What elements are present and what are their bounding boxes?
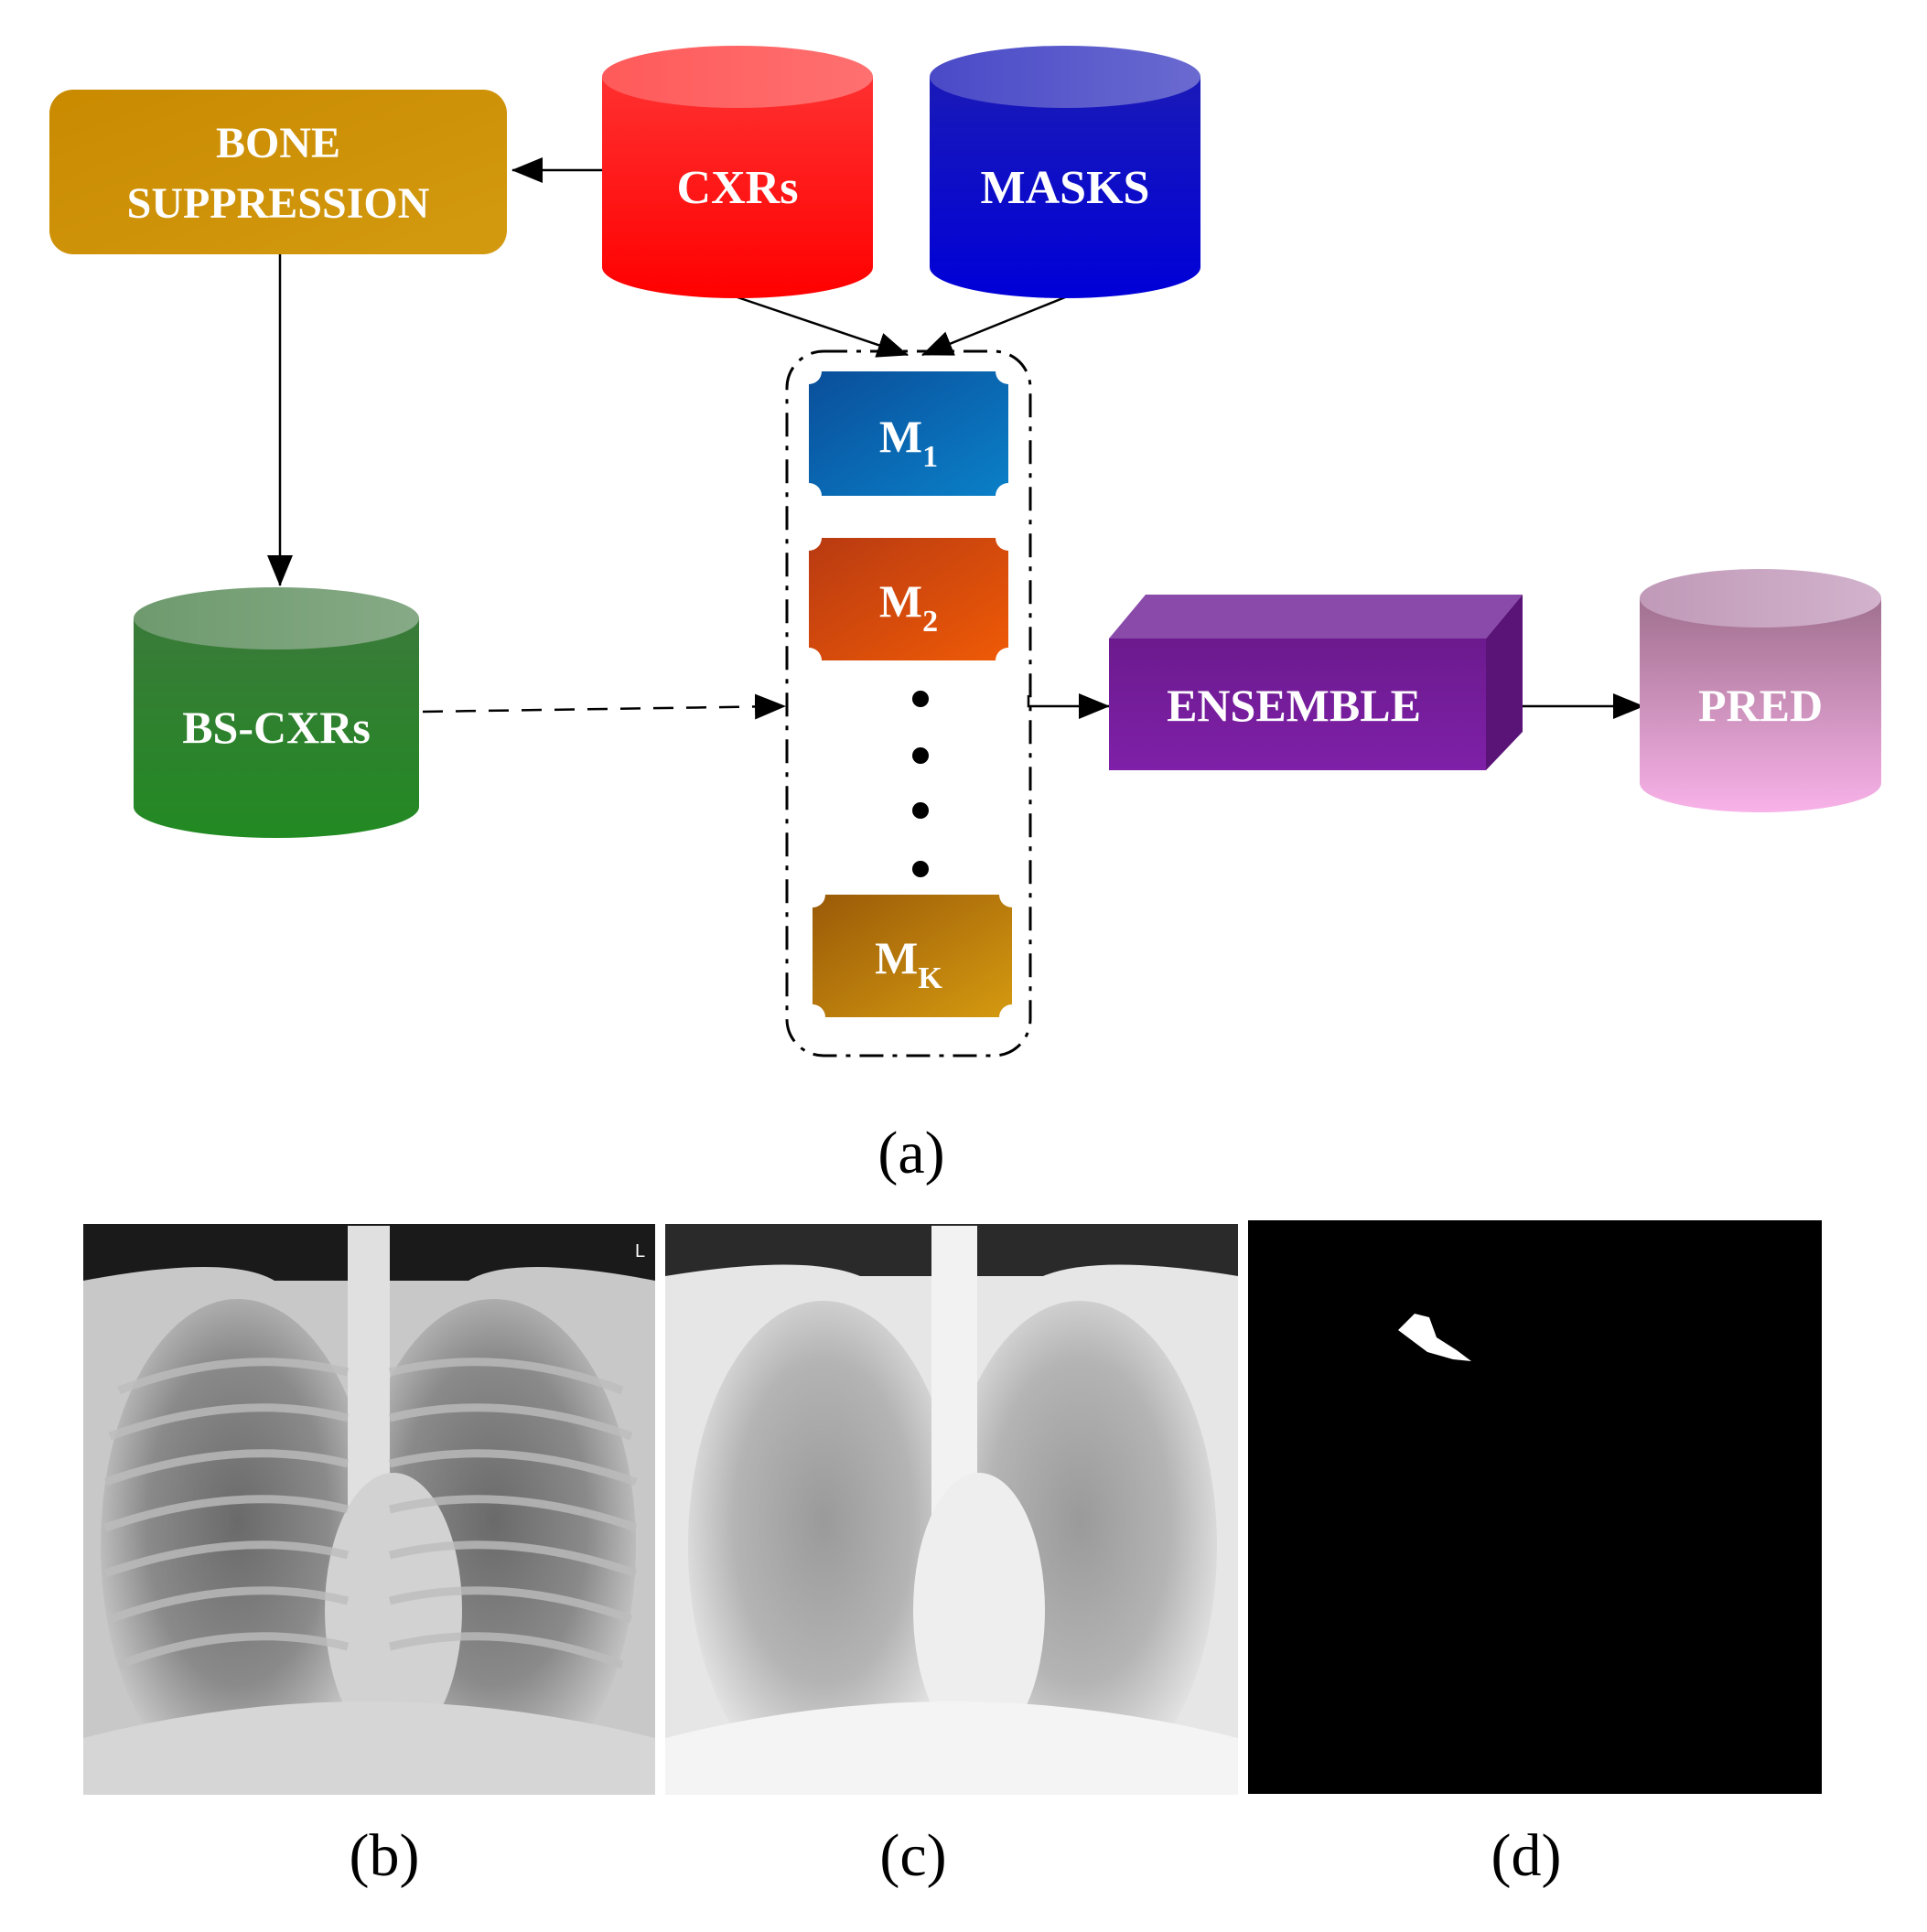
masks-label: MASKS <box>981 162 1150 214</box>
model-ellipsis-dots <box>912 691 929 877</box>
bone-suppression-node: BONE SUPPRESSION <box>49 90 507 254</box>
caption-c: (c) <box>879 1822 946 1889</box>
pred-output: PRED <box>1640 569 1881 812</box>
bs-cxrs-database: BS-CXRs <box>134 587 419 838</box>
arrow-masks-to-models <box>921 295 1066 357</box>
caption-b: (b) <box>350 1822 420 1889</box>
mask-lesion-region <box>1398 1314 1471 1361</box>
arrow-bs-cxrs-to-models <box>422 693 786 720</box>
model-mk-subscript: K <box>918 961 942 995</box>
svg-text:MK: MK <box>875 932 942 995</box>
masks-database: MASKS <box>930 46 1200 298</box>
model-m1: M1 <box>809 371 1008 496</box>
svg-text:M1: M1 <box>879 411 938 474</box>
chest-xray-original: L <box>83 1224 655 1795</box>
model-mk-name: M <box>875 932 918 983</box>
caption-d: (d) <box>1491 1822 1562 1889</box>
model-mk: MK <box>813 895 1012 1017</box>
model-m2-name: M <box>879 575 922 627</box>
segmentation-mask <box>1248 1220 1822 1794</box>
ensemble-label: ENSEMBLE <box>1167 680 1421 731</box>
arrow-cxrs-to-models <box>737 295 909 358</box>
cxrs-label: CXRs <box>677 162 799 214</box>
bone-suppression-label-line2: SUPPRESSION <box>127 179 430 228</box>
chest-xray-bone-suppressed <box>665 1224 1238 1795</box>
arrow-models-to-ensemble <box>1027 693 1110 719</box>
model-m2: M2 <box>809 538 1008 660</box>
xray-laterality-marker: L <box>635 1241 645 1261</box>
pred-label: PRED <box>1698 680 1823 731</box>
model-group-container <box>785 349 1032 1057</box>
ensemble-node: ENSEMBLE <box>1109 595 1523 770</box>
model-m1-subscript: 1 <box>922 440 938 474</box>
cxrs-database: CXRs <box>602 46 873 298</box>
bone-suppression-label-line1: BONE <box>216 119 340 167</box>
caption-a: (a) <box>877 1120 944 1186</box>
model-m1-name: M <box>879 411 922 462</box>
svg-text:M2: M2 <box>879 575 938 639</box>
model-m2-subscript: 2 <box>922 605 938 639</box>
bs-cxrs-label: BS-CXRs <box>182 702 371 753</box>
